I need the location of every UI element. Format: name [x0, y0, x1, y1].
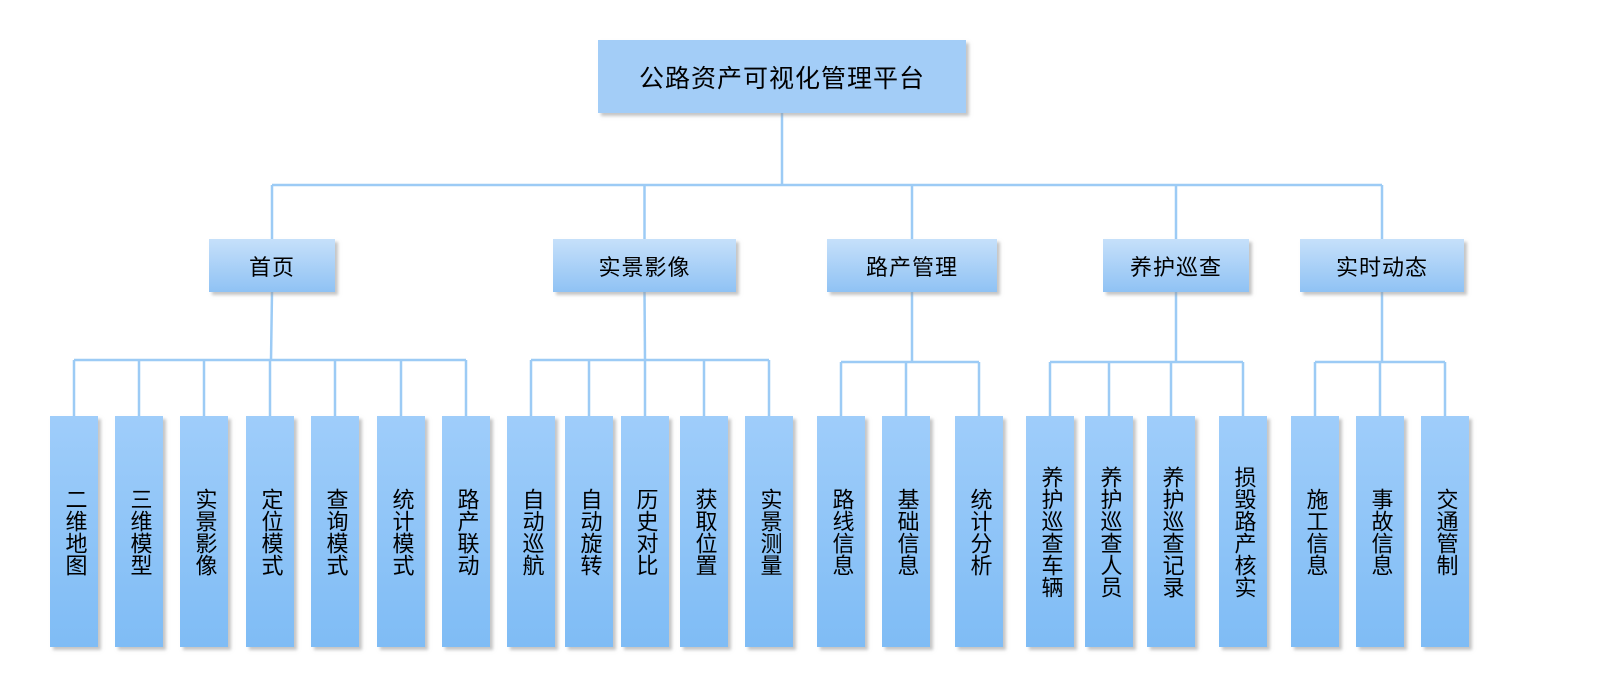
- leaf-node: 路产联动: [442, 416, 490, 647]
- leaf-node: 交通管制: [1421, 416, 1469, 647]
- leaf-node: 自动旋转: [565, 416, 613, 647]
- category-stem-line: [269, 291, 274, 361]
- leaf-node: 施工信息: [1291, 416, 1339, 647]
- leaf-node: 统计模式: [377, 416, 425, 647]
- leaf-node: 养护巡查车辆: [1026, 416, 1074, 647]
- leaf-node: 查询模式: [311, 416, 359, 647]
- leaf-node: 二维地图: [50, 416, 98, 647]
- leaf-node: 事故信息: [1356, 416, 1404, 647]
- category-node: 实景影像: [553, 239, 736, 292]
- category-node: 养护巡查: [1103, 239, 1249, 292]
- leaf-node: 养护巡查记录: [1147, 416, 1195, 647]
- category-node: 首页: [209, 239, 335, 292]
- leaf-node: 基础信息: [882, 416, 930, 647]
- category-stem-line: [643, 291, 647, 361]
- leaf-node: 路线信息: [817, 416, 865, 647]
- category-node: 实时动态: [1300, 239, 1464, 292]
- leaf-node: 三维模型: [115, 416, 163, 647]
- leaf-node: 养护巡查人员: [1085, 416, 1133, 647]
- root-node: 公路资产可视化管理平台: [598, 40, 966, 113]
- leaf-node: 统计分析: [955, 416, 1003, 647]
- leaf-node: 实景测量: [745, 416, 793, 647]
- category-node: 路产管理: [827, 239, 997, 292]
- leaf-node: 历史对比: [621, 416, 669, 647]
- leaf-node: 自动巡航: [507, 416, 555, 647]
- leaf-node: 实景影像: [180, 416, 228, 647]
- leaf-node: 损毁路产核实: [1219, 416, 1267, 647]
- leaf-node: 定位模式: [246, 416, 294, 647]
- leaf-node: 获取位置: [680, 416, 728, 647]
